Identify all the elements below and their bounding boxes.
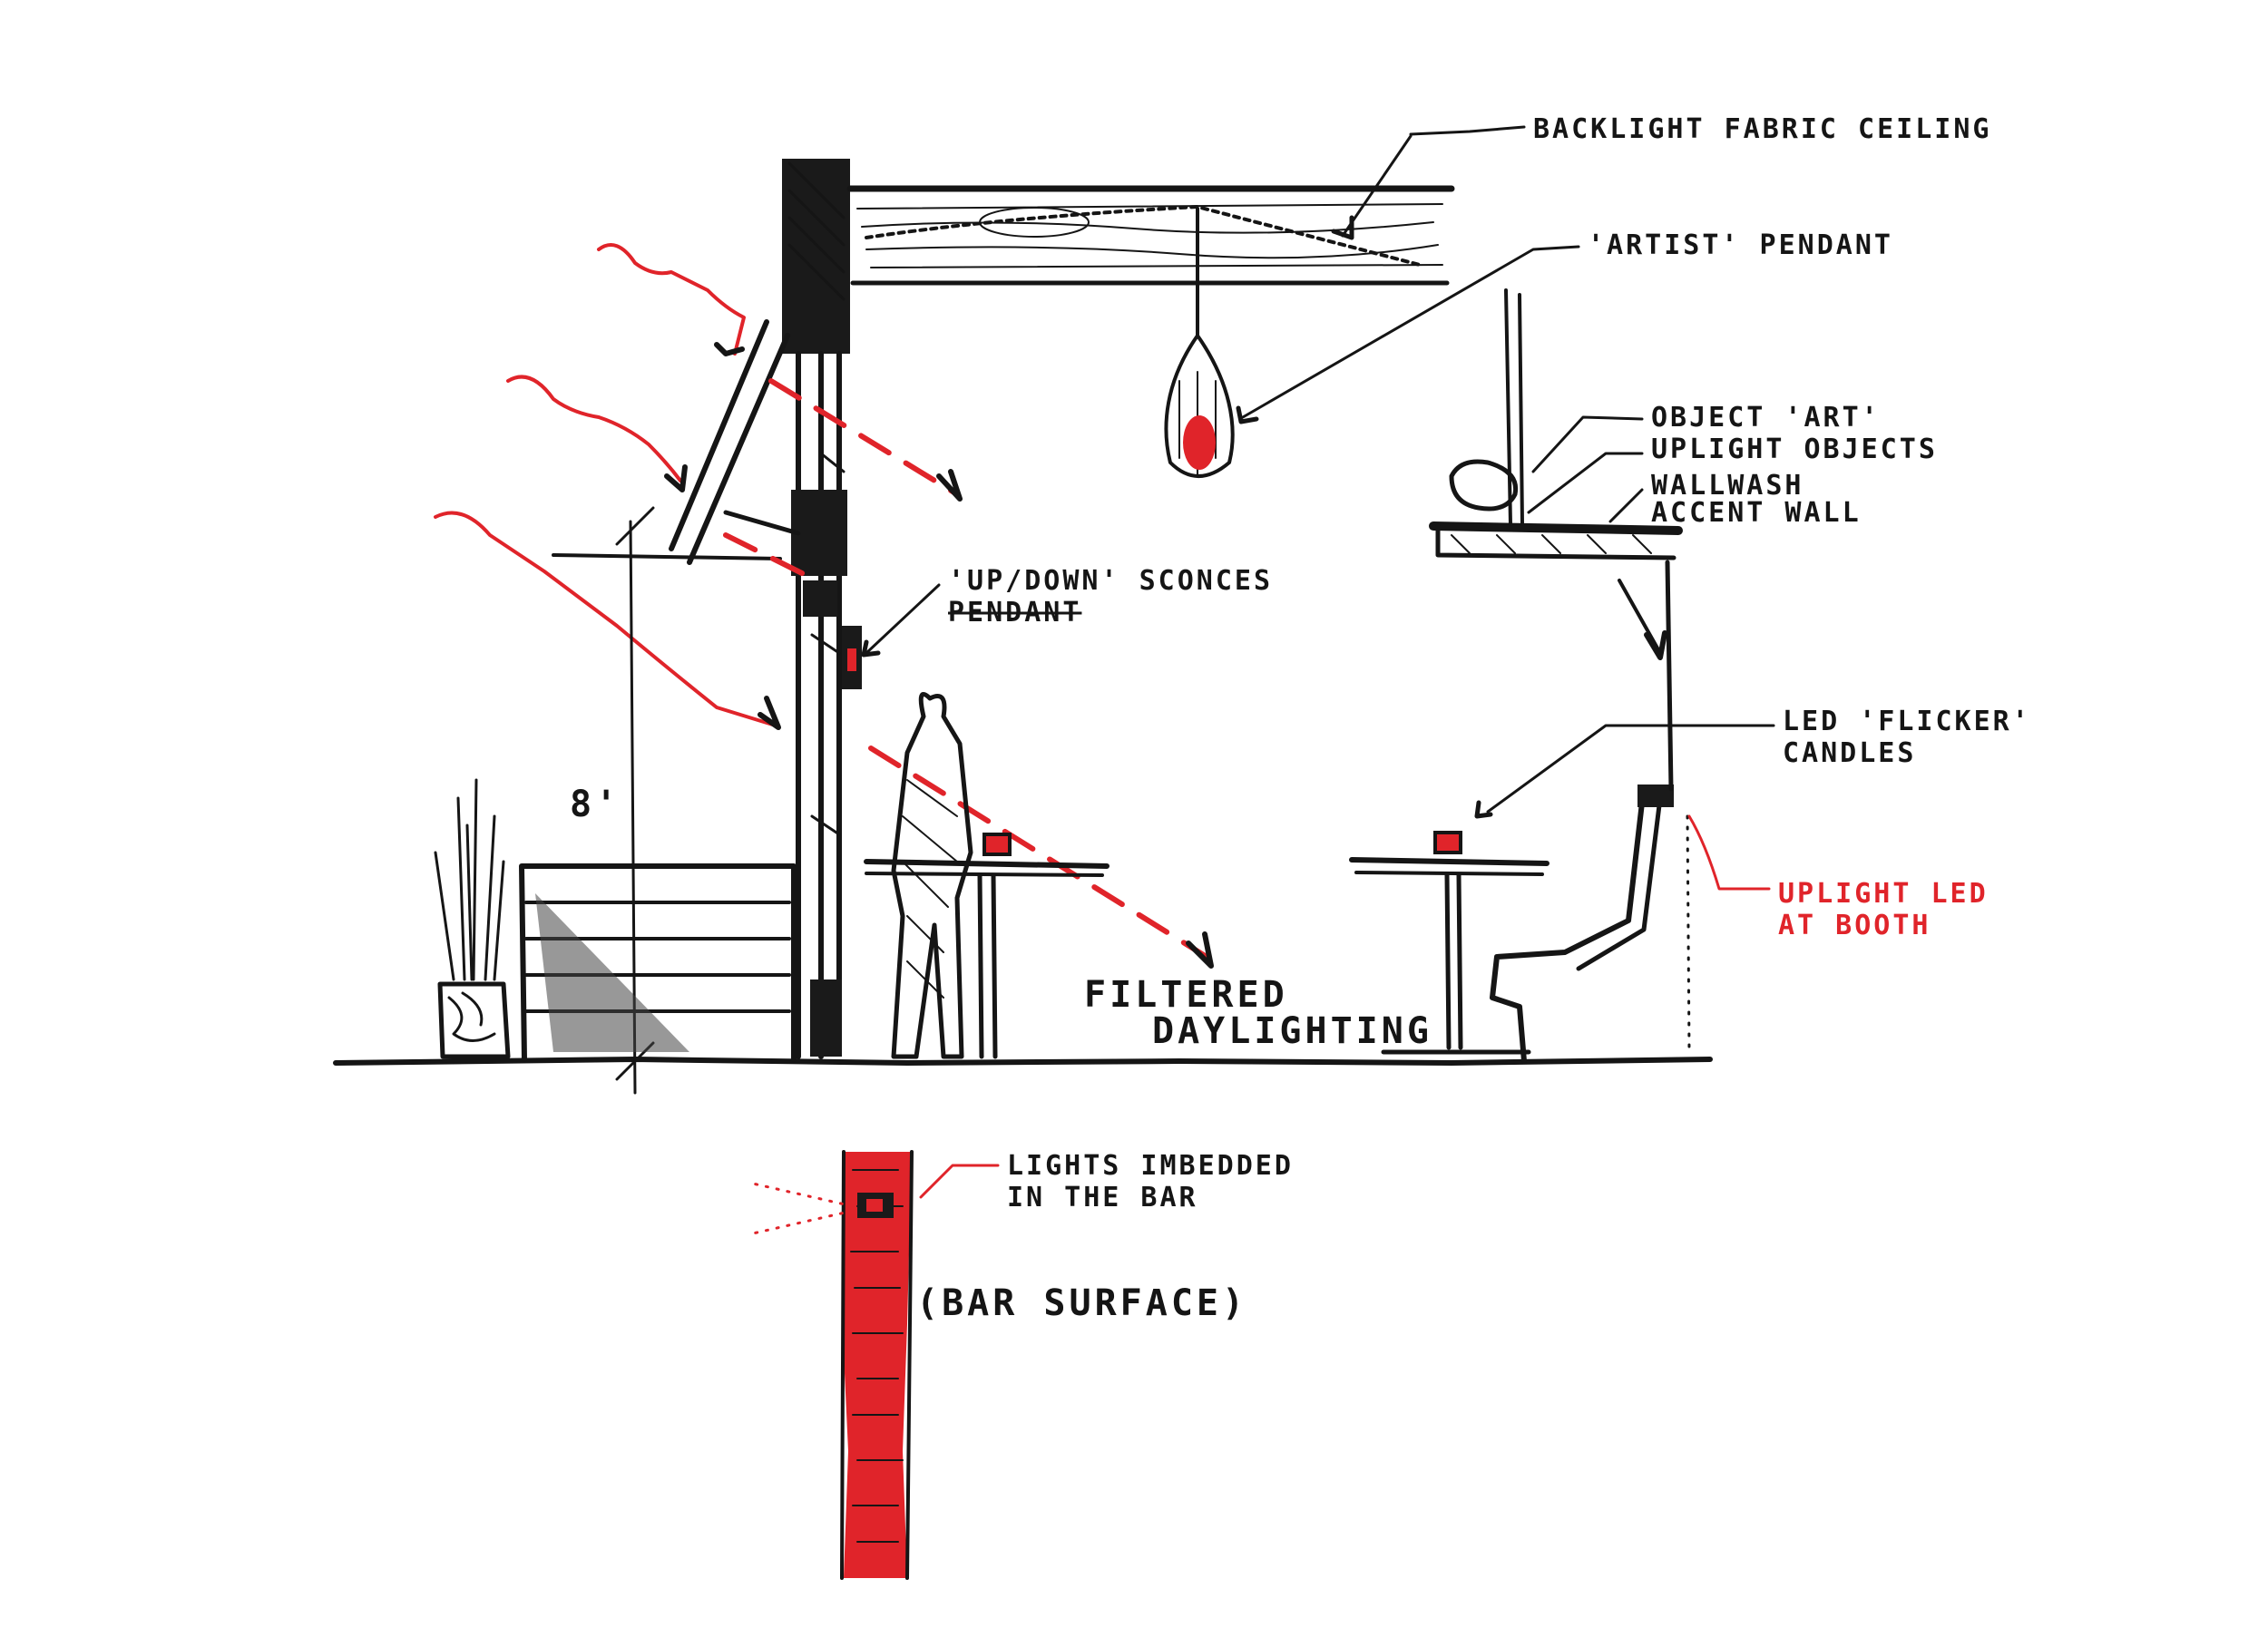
bar-partition [519,863,797,1062]
label-lights-imbedded-1: LIGHTS IMBEDDED [1007,1150,1294,1182]
floor-line [333,1057,1713,1066]
planter [434,778,511,1059]
label-led-2: CANDLES [1783,737,1916,769]
uplight-beam [1686,814,1771,1054]
label-lights-imbedded-2: IN THE BAR [1007,1182,1198,1213]
bar-table-right [1349,831,1549,1055]
daylight-window [552,319,801,565]
label-wallwash-2: ACCENT WALL [1651,497,1862,529]
bar-surface-detail [751,1150,914,1580]
label-artist-pendant: 'ARTIST' PENDANT [1588,229,1893,261]
label-uplight-led-1: UPLIGHT LED [1778,878,1989,910]
column [791,351,847,1059]
annotations: BACKLIGHT FABRIC CEILING 'ARTIST' PENDAN… [570,113,2031,1324]
label-filtered-2: DAYLIGHTING [1152,1010,1432,1052]
label-sconces-1: 'UP/DOWN' SCONCES [948,565,1273,597]
booth [1490,560,1674,1064]
label-uplight-led-2: AT BOOTH [1778,910,1931,941]
fabric-ceiling [782,159,1455,354]
label-object-art: OBJECT 'ART' [1651,402,1881,434]
label-wallwash-1: WALLWASH [1651,470,1804,502]
label-backlight-fabric-ceiling: BACKLIGHT FABRIC CEILING [1533,113,1991,145]
artist-pendant [1164,207,1235,478]
label-sconces-2: PENDANT [948,597,1081,629]
daylight-arrows [434,243,1214,969]
label-uplight-objects: UPLIGHT OBJECTS [1651,434,1938,465]
label-dimension: 8' [570,784,621,825]
standing-figure [891,692,973,1059]
label-led-1: LED 'FLICKER' [1783,706,2031,737]
wall-sconce [842,626,862,689]
art-shelf [1429,288,1683,660]
label-filtered-1: FILTERED [1084,974,1288,1016]
label-bar-surface: (BAR SURFACE) [916,1282,1247,1324]
leader-lines [861,125,1775,1199]
bar-table-left [864,833,1110,1059]
